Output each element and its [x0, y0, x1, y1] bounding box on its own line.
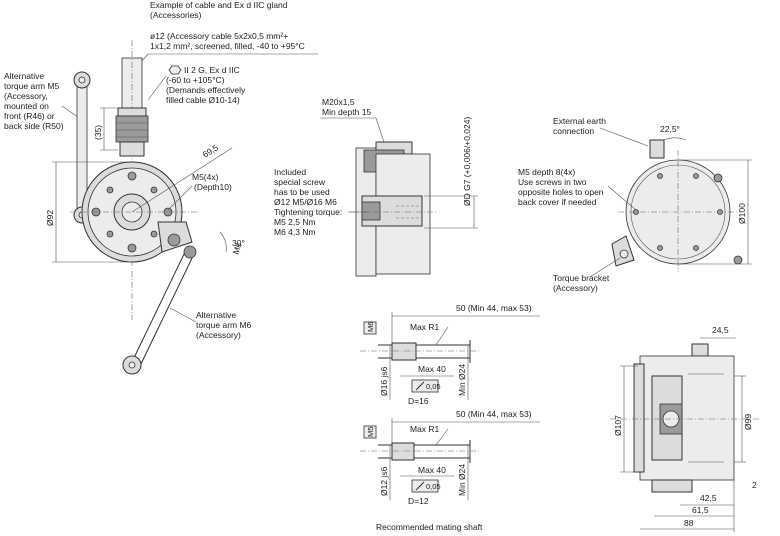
- front-view: Example of cable and Ex d IIC gland (Acc…: [4, 0, 318, 375]
- d-12: D=12: [408, 496, 429, 506]
- caption: Recommended mating shaft: [376, 522, 483, 532]
- max40-top: Max 40: [418, 364, 446, 374]
- max-r1-top: Max R1: [410, 322, 440, 332]
- ex-mark-icon: [168, 65, 182, 75]
- dim-d92: Ø92: [45, 210, 55, 226]
- atex-note: II 2 G, Ex d IIC (-60 to +105°C) (Demand…: [166, 65, 248, 105]
- min24-bottom: Min Ø24: [457, 464, 467, 496]
- earth-note: External earth connection: [553, 116, 608, 136]
- dim-d100: Ø100: [737, 203, 747, 224]
- runout-icon: [415, 481, 425, 491]
- screw-note: Included special screw has to be used Ø1…: [274, 167, 345, 237]
- dim-50-bottom: 50 (Min 44, max 53): [456, 409, 532, 419]
- dim-m6: M6: [230, 241, 244, 256]
- tag-m5: M5: [366, 427, 375, 437]
- dim-22-5deg: 22,5°: [660, 124, 680, 134]
- tol-005-top: 0,05: [426, 382, 441, 391]
- tol-005-bottom: 0,05: [426, 482, 441, 491]
- max-r1-bottom: Max R1: [410, 424, 440, 434]
- arm-m5-note: Alternative torque arm M5 (Accessory, mo…: [4, 71, 64, 131]
- dim-50-top: 50 (Min 44, max 53): [456, 303, 532, 313]
- max40-bottom: Max 40: [418, 465, 446, 475]
- dim-d16js6: Ø16 js6: [379, 366, 389, 396]
- dim-m20: M20x1,5: [322, 97, 355, 107]
- dim-24-5: 24,5: [712, 325, 729, 335]
- dim-69-5: 69,5: [201, 142, 221, 160]
- dim-depth10: (Depth10): [194, 182, 232, 192]
- d-16: D=16: [408, 396, 429, 406]
- dim-88: 88: [684, 518, 694, 528]
- min24-top: Min Ø24: [457, 364, 467, 396]
- dim-d-g7: ØD G7 (+0,006/+0,024): [462, 117, 472, 206]
- dim-35: (35): [93, 125, 103, 140]
- shaft-detail-m6: 50 (Min 44, max 53) M6 Max R1 Max 40 0,0…: [360, 303, 540, 406]
- arm-m6-note: Alternative torque arm M6 (Accessory): [196, 310, 254, 340]
- cable-gland-note: Example of cable and Ex d IIC gland (Acc…: [150, 0, 290, 20]
- bracket-note: Torque bracket (Accessory): [553, 273, 612, 293]
- tag-m6: M6: [366, 322, 375, 332]
- dim-d99: Ø99: [743, 414, 753, 430]
- dim-42-5: 42,5: [700, 493, 717, 503]
- dim-min-depth15: Min depth 15: [322, 107, 371, 117]
- section-view: M20x1,5 Min depth 15 ØD G7 (+0,006/+0,02…: [274, 97, 478, 277]
- dim-d12js6: Ø12 js6: [379, 466, 389, 496]
- dim-m5-4x: M5(4x): [192, 172, 219, 182]
- dim-30deg: 30°: [232, 238, 245, 248]
- side-view: 24,5 Ø107 Ø99 2 42,5 61,5 88: [610, 325, 760, 532]
- dim-2: 2: [752, 480, 757, 490]
- dim-61-5: 61,5: [692, 505, 709, 515]
- runout-icon: [415, 381, 425, 391]
- shaft-detail-m5: 50 (Min 44, max 53) M5 Max R1 Max 40 0,0…: [360, 409, 540, 532]
- dim-d107: Ø107: [613, 415, 623, 436]
- back-view: External earth connection 22,5° M5 depth…: [518, 116, 752, 293]
- cable-spec-note: ø12 (Accessory cable 5x2x0,5 mm²+ 1x1,2 …: [150, 31, 305, 51]
- m5-depth-note: M5 depth 8(4x) Use screws in two opposit…: [518, 167, 606, 207]
